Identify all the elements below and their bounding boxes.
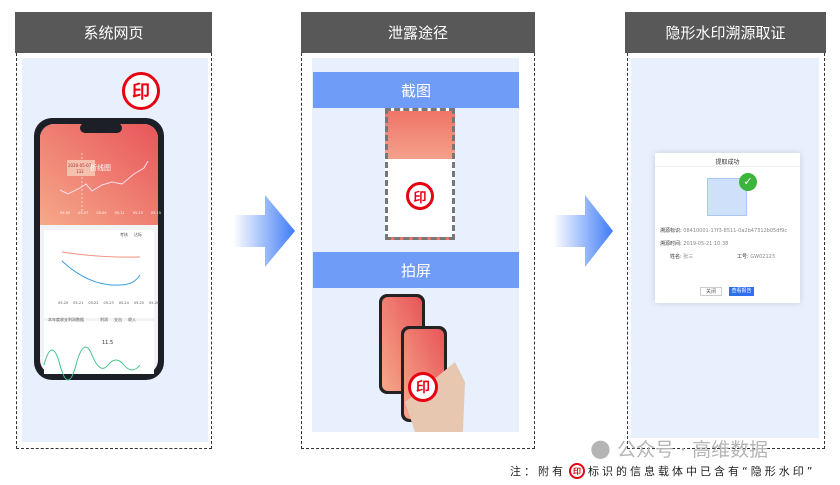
- footnote: 注：附有印标识的信息载体中已含有“隐形水印”: [510, 463, 816, 479]
- trace-id-value: 08410001-17f3-8511-0a2b47312b05df9c: [683, 228, 788, 234]
- phone-chart-title: 折线图: [90, 164, 111, 172]
- watermark-stamp-icon: 印: [569, 463, 585, 479]
- phone-mockup: [34, 118, 164, 381]
- close-button[interactable]: 关闭: [700, 287, 722, 296]
- watermark-stamp-icon: 印: [406, 182, 434, 210]
- legend-2: 考核达标: [120, 232, 142, 237]
- arrow-right-icon: [233, 195, 295, 267]
- arrow-right-icon: [553, 195, 613, 267]
- photographed-phones: [379, 294, 465, 432]
- header-trace: 隐形水印溯源取证: [625, 12, 826, 53]
- header-system-page: 系统网页: [15, 12, 212, 53]
- section-photo: 拍屏: [313, 252, 519, 288]
- id-value: GW02123: [750, 254, 776, 260]
- wechat-icon: ●: [590, 434, 611, 462]
- check-icon: ✓: [739, 173, 757, 191]
- trace-time-value: 2019-05-21 10:38: [683, 241, 729, 247]
- legend-3: 利润支出收入: [100, 317, 136, 322]
- name-label: 姓名:: [670, 254, 682, 260]
- screenshot-thumbnail: [385, 108, 455, 240]
- tooltip-value: 132: [76, 169, 84, 174]
- trace-time-label: 溯源时间:: [660, 241, 682, 247]
- tooltip-date: 2020-05-07: [68, 163, 92, 168]
- id-label: 工号:: [737, 254, 749, 260]
- wechat-watermark: ●公众号 · 高维数据: [590, 434, 769, 462]
- trace-id-label: 溯源标识:: [660, 228, 682, 234]
- trace-panel: [627, 53, 825, 449]
- section-screenshot: 截图: [313, 72, 519, 108]
- peak-value: 11.5: [102, 340, 114, 346]
- extract-success-dialog: 提取成功 ✓ 溯源标识: 08410001-17f3-8511-0a2b4731…: [655, 153, 800, 303]
- view-report-button[interactable]: 查看报告: [729, 287, 754, 296]
- watermark-stamp-icon: 印: [122, 72, 160, 110]
- card3-title: 本年度收支利润数据: [48, 317, 84, 322]
- watermark-stamp-icon: 印: [408, 372, 438, 402]
- header-leak-path: 泄露途径: [301, 12, 535, 53]
- name-value: 张三: [683, 254, 694, 260]
- dialog-title: 提取成功: [655, 153, 800, 167]
- leak-path-panel: [301, 53, 535, 449]
- system-page-panel: [16, 53, 212, 449]
